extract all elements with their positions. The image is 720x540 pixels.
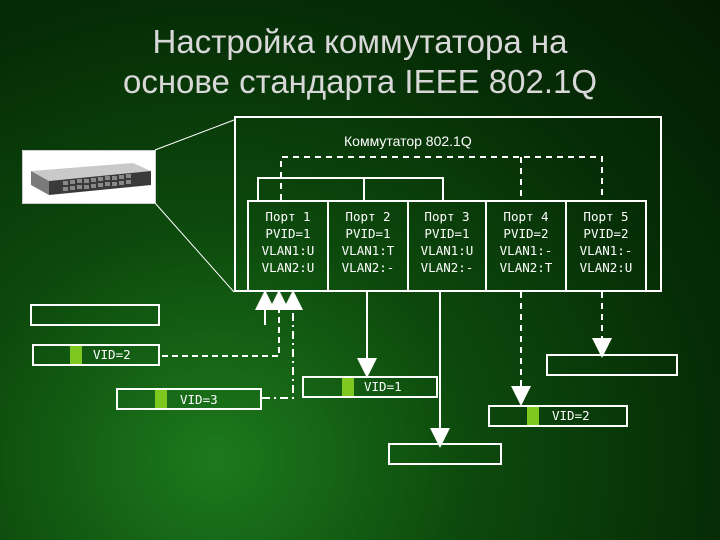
port-2-vlan1: VLAN1:T — [341, 243, 395, 258]
port-3-text: Порт 3 PVID=1 VLAN1:U VLAN2:- — [408, 208, 486, 276]
port-3-vlan1: VLAN1:U — [420, 243, 474, 258]
tag-marker-vid2-out — [527, 407, 539, 425]
frame-label-vid2-out: VID=2 — [552, 408, 590, 423]
port-1-pvid: PVID=1 — [265, 226, 311, 241]
slide-title: Настройка коммутатора на основе стандарт… — [0, 22, 720, 102]
port-4-name: Порт 4 — [503, 209, 549, 224]
port-1-vlan1: VLAN1:U — [261, 243, 315, 258]
port-5-vlan1: VLAN1:- — [579, 243, 633, 258]
port-4-text: Порт 4 PVID=2 VLAN1:- VLAN2:T — [487, 208, 565, 276]
tag-marker-vid3 — [155, 390, 167, 408]
frame-label-vid2: VID=2 — [93, 347, 131, 362]
host-box-bottom — [388, 443, 502, 465]
port-2-name: Порт 2 — [345, 209, 391, 224]
port-1-vlan2: VLAN2:U — [261, 260, 315, 275]
port-5-name: Порт 5 — [583, 209, 629, 224]
host-box-left-top — [30, 304, 160, 326]
port-4-pvid: PVID=2 — [503, 226, 549, 241]
frame-box-vid2-out — [488, 405, 628, 427]
frame-label-vid1: VID=1 — [364, 379, 402, 394]
port-2-text: Порт 2 PVID=1 VLAN1:T VLAN2:- — [329, 208, 407, 276]
port-1-text: Порт 1 PVID=1 VLAN1:U VLAN2:U — [249, 208, 327, 276]
port-4-vlan1: VLAN1:- — [499, 243, 553, 258]
switch-label: Коммутатор 802.1Q — [344, 133, 472, 149]
port-5-pvid: PVID=2 — [583, 226, 629, 241]
switch-photo — [22, 150, 156, 204]
tag-marker-vid2 — [70, 346, 82, 364]
port-5-text: Порт 5 PVID=2 VLAN1:- VLAN2:U — [567, 208, 645, 276]
port-2-vlan2: VLAN2:- — [341, 260, 395, 275]
tag-marker-vid1 — [342, 378, 354, 396]
port-2-pvid: PVID=1 — [345, 226, 391, 241]
port-1-name: Порт 1 — [265, 209, 311, 224]
frame-box-vid2 — [32, 344, 160, 366]
frame-box-vid1 — [302, 376, 438, 398]
port-4-vlan2: VLAN2:T — [499, 260, 553, 275]
port-5-vlan2: VLAN2:U — [579, 260, 633, 275]
frame-box-vid3 — [116, 388, 262, 410]
title-line-2: основе стандарта IEEE 802.1Q — [122, 63, 598, 100]
port-3-name: Порт 3 — [424, 209, 470, 224]
frame-label-vid3: VID=3 — [180, 392, 218, 407]
port-3-pvid: PVID=1 — [424, 226, 470, 241]
port-3-vlan2: VLAN2:- — [420, 260, 474, 275]
host-box-right — [546, 354, 678, 376]
port-5-box — [565, 200, 647, 292]
title-line-1: Настройка коммутатора на — [152, 23, 568, 60]
